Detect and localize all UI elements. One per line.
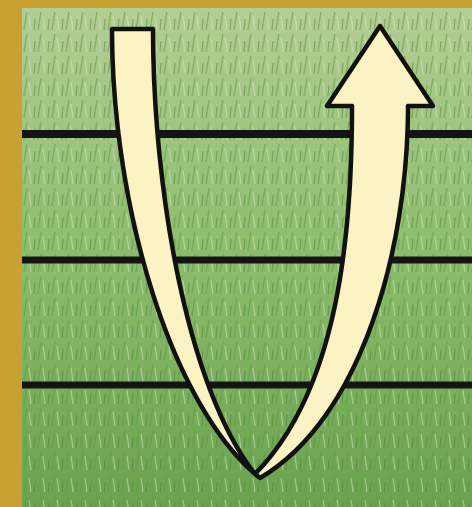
grass-scene bbox=[22, 8, 472, 507]
illustration-panel bbox=[22, 8, 472, 507]
